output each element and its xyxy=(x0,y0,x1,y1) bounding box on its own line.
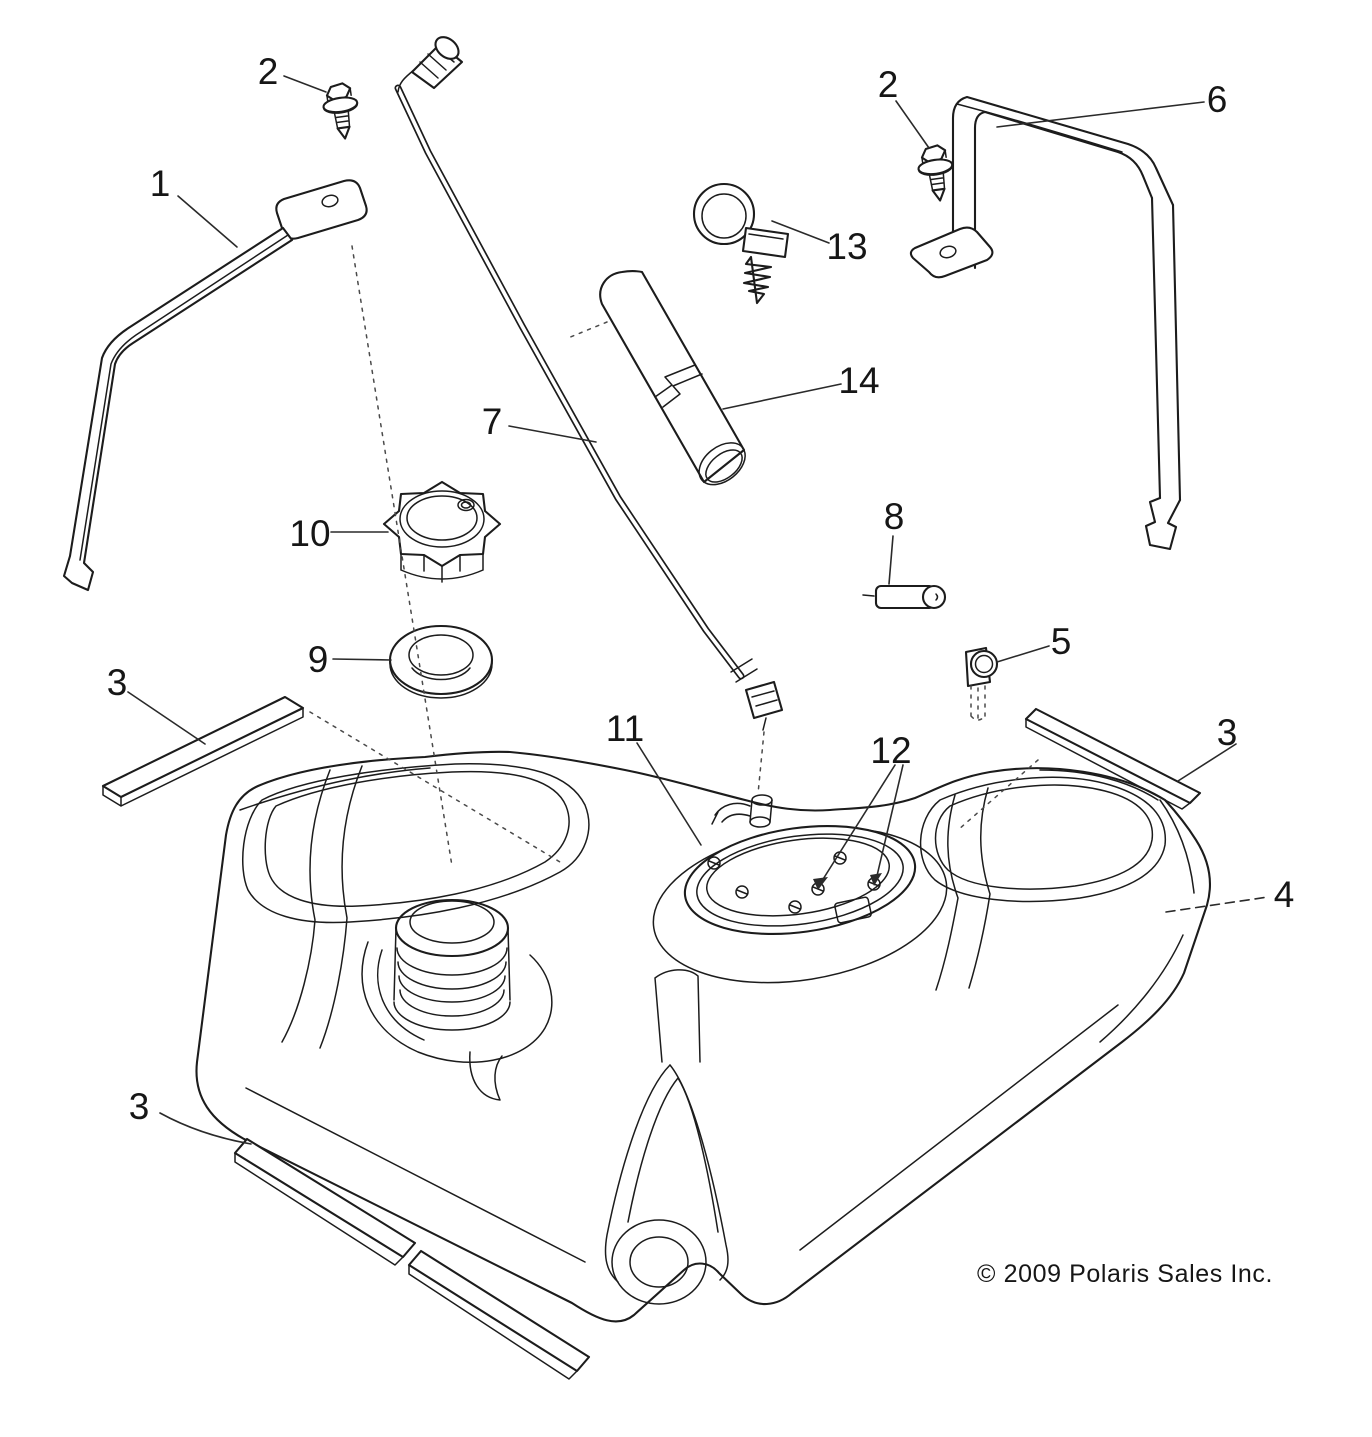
callout-5: 5 xyxy=(1051,621,1072,662)
tank-silhouette xyxy=(195,750,1211,1323)
callout-labels: 1 2 2 3 3 3 4 5 6 7 8 9 10 11 12 13 14 xyxy=(107,51,1295,1127)
foam-strip-right xyxy=(1024,707,1202,810)
foam-strip-bottom-1 xyxy=(233,1137,417,1266)
pump-outlet-fitting xyxy=(711,794,872,924)
flange-bolt-left xyxy=(319,80,363,142)
front-crease-left xyxy=(245,1087,586,1263)
vent-line xyxy=(394,36,784,731)
fuel-pump-assembly xyxy=(683,794,917,936)
strap-left-tab xyxy=(275,179,368,240)
callout-14: 14 xyxy=(838,360,879,401)
callout-2b: 2 xyxy=(878,64,899,105)
leader-6 xyxy=(996,101,1205,128)
leader-9 xyxy=(332,658,392,661)
fuel-cap xyxy=(382,480,502,583)
callout-8: 8 xyxy=(884,496,905,537)
leader-12 xyxy=(819,764,904,885)
top-edge-inner xyxy=(239,767,1159,811)
cable-clip xyxy=(692,182,790,305)
push-clip xyxy=(964,646,999,721)
leader-3c xyxy=(159,1112,252,1145)
leader-12-arrowhead xyxy=(870,873,882,886)
bottom-tunnel xyxy=(604,969,729,1283)
vent-tube xyxy=(599,270,746,486)
vent-tube-body xyxy=(599,270,746,484)
tank-right-lobe xyxy=(919,776,1167,903)
foam-strip-left xyxy=(101,695,305,807)
tank-left-pod-inner xyxy=(264,770,570,907)
strap-channel-right xyxy=(968,787,991,989)
leader-2a xyxy=(283,75,327,93)
strap-right-tab-hole xyxy=(939,245,957,259)
leader-lines xyxy=(127,75,1269,1145)
foot-boss xyxy=(611,1219,707,1305)
foam-strip-bottom-2 xyxy=(407,1249,591,1380)
callout-7: 7 xyxy=(482,401,503,442)
vent-tube-break xyxy=(654,364,703,408)
tank-left-pod xyxy=(241,763,590,924)
callout-3c: 3 xyxy=(129,1086,150,1127)
fuel-cap-scalloped-rim xyxy=(382,480,502,568)
strap-left-edge xyxy=(79,234,289,561)
callout-4: 4 xyxy=(1274,874,1295,915)
leader-11 xyxy=(636,742,702,846)
callout-2a: 2 xyxy=(258,51,279,92)
clip-shank xyxy=(742,255,773,305)
leader-13 xyxy=(771,220,830,244)
leader-4 xyxy=(1165,896,1269,913)
push-clip-shank xyxy=(970,685,986,721)
pump-plate xyxy=(705,837,891,917)
strap-right-hook xyxy=(1144,496,1182,551)
strap-channel-left xyxy=(281,769,331,1043)
leader-1 xyxy=(177,195,238,248)
leader-3b xyxy=(1177,743,1237,782)
pump-flange xyxy=(683,824,917,936)
strap-left-tab-hole xyxy=(321,194,339,208)
leader-7 xyxy=(508,425,597,443)
leader-14 xyxy=(722,383,842,410)
filler-neck xyxy=(393,898,511,1031)
pump-screws xyxy=(707,851,881,914)
filler-collar xyxy=(361,941,553,1101)
strap-channel-left xyxy=(319,765,363,1049)
overflow-spout xyxy=(469,1051,503,1101)
front-crease-right xyxy=(799,1004,1119,1251)
filler-neck-seal xyxy=(388,624,494,699)
vent-tube-mouth xyxy=(698,442,746,486)
vent-line-elbow-fitting xyxy=(397,36,464,93)
fuel-cap-vent-hole xyxy=(457,498,475,512)
callout-9: 9 xyxy=(308,639,329,680)
fuel-cap-skirt xyxy=(400,553,484,583)
clip-tab xyxy=(741,226,790,259)
roll-pin xyxy=(862,584,947,610)
callout-10: 10 xyxy=(289,513,330,554)
fuel-tank xyxy=(195,750,1211,1323)
alignment-lines xyxy=(309,245,1039,867)
copyright-text: © 2009 Polaris Sales Inc. xyxy=(977,1260,1273,1288)
tank-right-lobe-inner xyxy=(934,784,1154,890)
callout-12: 12 xyxy=(870,730,911,771)
leader-3a xyxy=(127,691,206,745)
vent-line-lower-connector xyxy=(730,658,784,731)
leader-8 xyxy=(888,535,894,585)
strap-left xyxy=(62,179,368,592)
callout-1: 1 xyxy=(150,163,171,204)
leader-5 xyxy=(996,645,1050,663)
leader-12-arrowhead xyxy=(813,877,828,890)
callout-3a: 3 xyxy=(107,662,128,703)
callout-3b: 3 xyxy=(1217,712,1238,753)
strap-channel-right xyxy=(935,794,959,991)
callout-6: 6 xyxy=(1207,79,1228,120)
strap-left-band xyxy=(62,226,294,592)
callout-11: 11 xyxy=(606,708,644,749)
callout-13: 13 xyxy=(826,226,867,267)
corner-line-right xyxy=(1099,799,1195,1043)
flange-bolt-right xyxy=(914,142,958,204)
leader-2b xyxy=(895,100,930,149)
strap-right-tab xyxy=(909,226,994,279)
strap-right-leg xyxy=(1150,196,1182,502)
